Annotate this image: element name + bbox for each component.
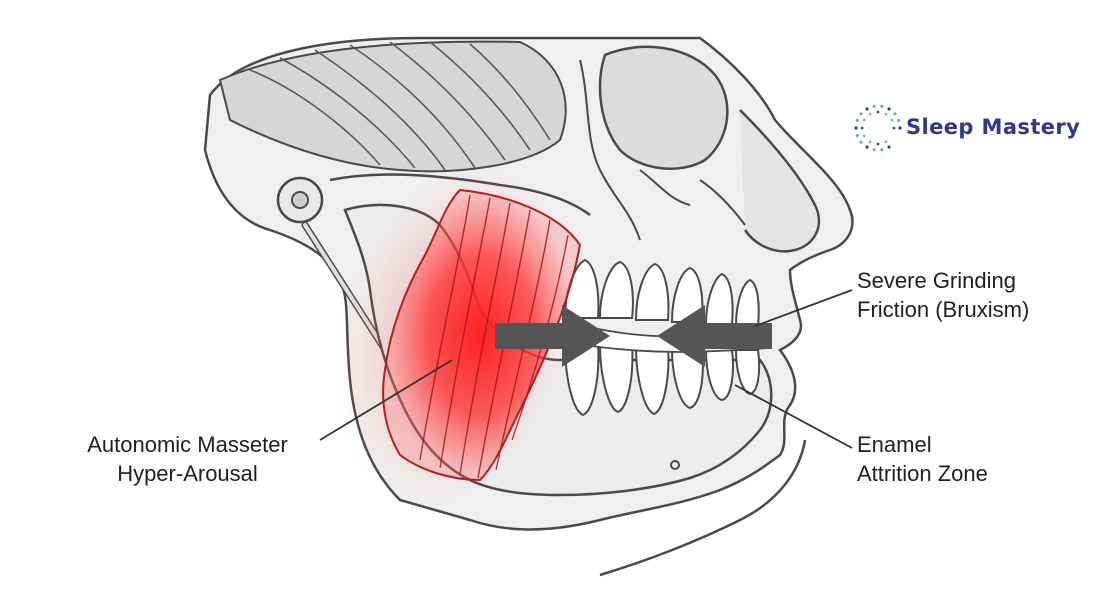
logo-dot	[887, 107, 891, 111]
brand-logo: Sleep Mastery	[852, 98, 1092, 158]
logo-dot	[855, 133, 859, 138]
leader-line-masseter	[319, 359, 453, 441]
logo-dot	[893, 112, 897, 116]
logo-dot	[897, 118, 901, 123]
logo-dot	[865, 107, 869, 111]
logo-dot	[876, 110, 880, 114]
logo-dot	[872, 104, 876, 108]
logo-dot	[890, 118, 894, 122]
leader-lines	[319, 289, 853, 449]
nasal-bone	[739, 109, 821, 253]
arrow-right-icon	[495, 305, 610, 367]
logo-dot	[865, 145, 869, 149]
label-masseter: Autonomic Masseter Hyper-Arousal	[60, 430, 315, 488]
eye-orbit	[598, 45, 729, 170]
label-grinding-line-2: Friction (Bruxism)	[857, 297, 1030, 322]
masseter-body	[382, 188, 582, 482]
label-enamel-line-1: Enamel	[857, 432, 932, 457]
mental-foramen	[670, 460, 680, 470]
arrow-left-icon	[657, 305, 772, 367]
dotted-circle-logo-icon	[854, 104, 902, 152]
logo-dot	[872, 148, 876, 152]
logo-dot	[887, 145, 891, 149]
logo-dot	[859, 140, 863, 144]
lower-teeth	[563, 344, 761, 417]
logo-dot	[880, 104, 884, 108]
logo-dot	[860, 126, 864, 130]
label-enamel: Enamel Attrition Zone	[857, 430, 988, 488]
temporalis-muscle-fibers	[249, 41, 551, 171]
neck-outline	[599, 439, 807, 577]
logo-dot	[862, 118, 866, 122]
grinding-arrows	[495, 305, 772, 367]
label-grinding: Severe Grinding Friction (Bruxism)	[857, 266, 1029, 324]
logo-dot	[868, 112, 872, 116]
logo-dot	[868, 140, 872, 144]
logo-dot	[892, 126, 896, 130]
logo-dot	[859, 112, 863, 116]
logo-dot	[854, 126, 858, 130]
logo-dot	[884, 112, 888, 116]
logo-dot	[884, 140, 888, 144]
logo-dot	[876, 142, 880, 146]
label-enamel-line-2: Attrition Zone	[857, 461, 988, 486]
logo-dot	[880, 148, 884, 152]
logo-dot	[862, 134, 866, 138]
brand-name: Sleep Mastery	[906, 115, 1081, 139]
logo-dot	[855, 118, 859, 123]
label-masseter-line-2: Hyper-Arousal	[117, 461, 258, 486]
label-masseter-line-1: Autonomic Masseter	[87, 432, 288, 457]
upper-teeth	[563, 258, 760, 327]
leader-line-grinding	[754, 289, 853, 327]
logo-dot	[898, 126, 902, 130]
label-grinding-line-1: Severe Grinding	[857, 268, 1016, 293]
leader-line-enamel	[734, 384, 853, 449]
skull-sutures	[579, 59, 746, 241]
